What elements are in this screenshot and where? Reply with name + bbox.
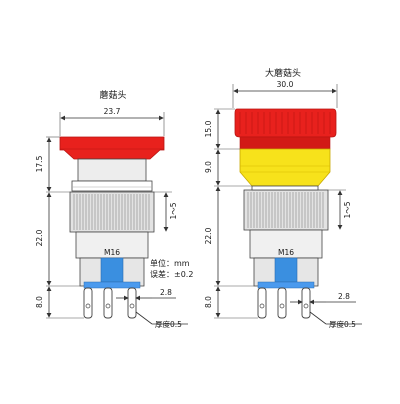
right-dim-pin-pitch: 2.8 xyxy=(338,292,350,301)
right-dim-collar-height: 9.0 xyxy=(204,161,213,173)
left-pin-3 xyxy=(127,287,137,319)
right-dim-panel-range: 1～5 xyxy=(343,201,352,218)
right-yellow-collar xyxy=(239,148,331,187)
left-dim-head-width: 23.7 xyxy=(104,107,121,116)
left-pin-2 xyxy=(103,287,113,319)
right-mushroom-cap xyxy=(234,108,337,138)
left-pin-1 xyxy=(83,287,93,319)
left-button-drawing: 蘑菇头 23.7 M16 xyxy=(35,89,193,329)
right-dim-cap-height: 15.0 xyxy=(204,120,213,137)
left-dim-pin-thickness: 厚度0.5 xyxy=(155,319,182,329)
right-threaded-body xyxy=(249,229,323,259)
right-thread-label: M16 xyxy=(278,248,294,257)
left-mushroom-cap xyxy=(59,136,165,160)
right-dim-body-height: 22.0 xyxy=(204,227,213,244)
left-threaded-body xyxy=(75,231,149,259)
right-title: 大蘑菇头 xyxy=(265,67,301,79)
left-dim-head-height: 17.5 xyxy=(35,155,44,172)
left-dim-panel-range: 1～5 xyxy=(169,202,178,219)
left-dim-body-height: 22.0 xyxy=(35,229,44,246)
left-dim-pin-pitch: 2.8 xyxy=(160,288,172,297)
right-dim-head-width: 30.0 xyxy=(277,80,294,89)
left-title: 蘑菇头 xyxy=(99,89,126,101)
left-neck xyxy=(77,158,147,182)
right-button-drawing: 大蘑菇头 30.0 M16 xyxy=(204,67,362,329)
left-dim-pin-height: 8.0 xyxy=(35,296,44,308)
right-pin-1 xyxy=(257,287,267,319)
right-dim-pin-thickness: 厚度0.5 xyxy=(329,319,356,329)
right-pin-3 xyxy=(301,287,311,319)
right-pin-2 xyxy=(277,287,287,319)
right-dim-pin-height: 8.0 xyxy=(204,296,213,308)
left-thread-label: M16 xyxy=(104,248,120,257)
right-blue-contact xyxy=(274,257,298,283)
left-blue-contact xyxy=(100,257,124,283)
left-note-tolerance: 误差：±0.2 xyxy=(150,269,193,279)
left-note-unit: 单位：mm xyxy=(150,258,190,268)
